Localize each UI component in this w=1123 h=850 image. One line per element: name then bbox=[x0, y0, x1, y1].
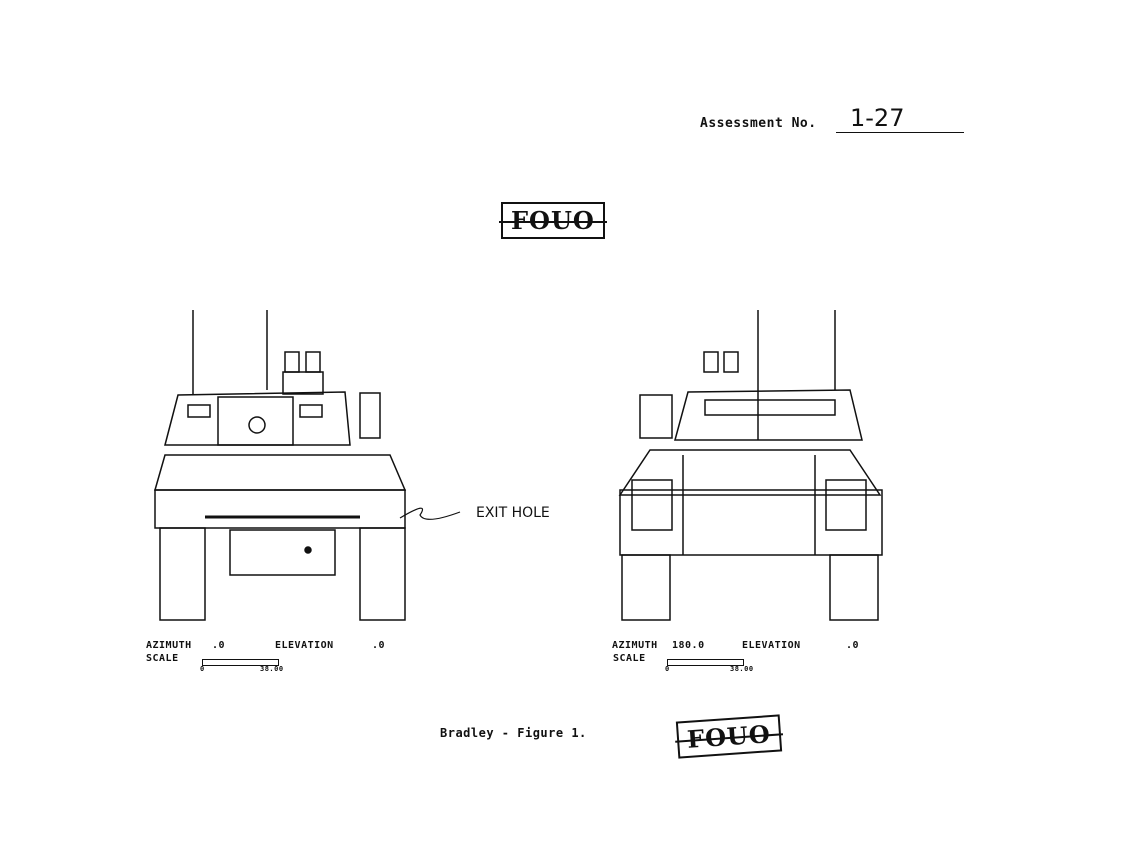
exit-hole-annotation: EXIT HOLE bbox=[476, 505, 550, 521]
elevation-value: .0 bbox=[846, 640, 860, 651]
scale-bar bbox=[667, 659, 744, 666]
scale-max: 38.00 bbox=[260, 665, 284, 673]
scale-min: 0 bbox=[200, 665, 205, 673]
assessment-number: 1-27 bbox=[836, 104, 964, 133]
scale-max: 38.00 bbox=[730, 665, 754, 673]
scale-label: SCALE bbox=[613, 653, 646, 664]
elevation-value: .0 bbox=[372, 640, 386, 651]
fouo-stamp-top: FOUO bbox=[499, 202, 607, 239]
azimuth-label: AZIMUTH bbox=[612, 640, 658, 651]
rear-view-drawing bbox=[618, 310, 883, 621]
figure-caption: Bradley - Figure 1. bbox=[440, 726, 587, 740]
scale-bar bbox=[202, 659, 279, 666]
scale-label: SCALE bbox=[146, 653, 179, 664]
scale-min: 0 bbox=[665, 665, 670, 673]
azimuth-value: 180.0 bbox=[672, 640, 705, 651]
assessment-label: Assessment No. bbox=[700, 116, 817, 131]
elevation-label: ELEVATION bbox=[742, 640, 801, 651]
front-view-drawing bbox=[154, 310, 461, 621]
azimuth-label: AZIMUTH bbox=[146, 640, 192, 651]
azimuth-value: .0 bbox=[212, 640, 226, 651]
elevation-label: ELEVATION bbox=[275, 640, 334, 651]
